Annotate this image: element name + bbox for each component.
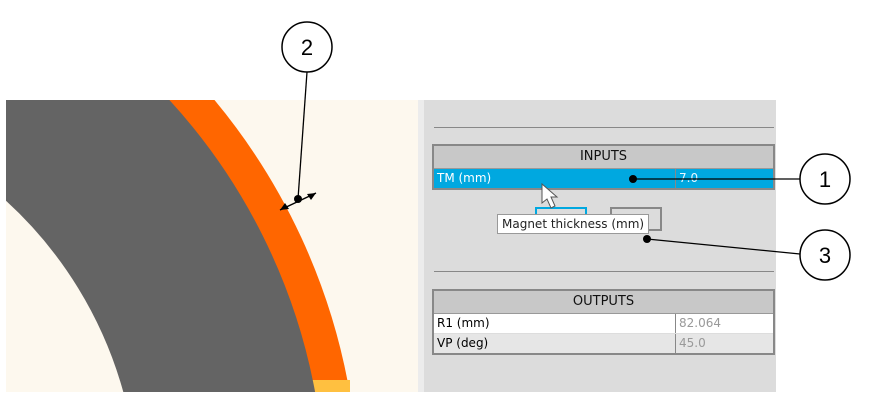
divider: [434, 127, 774, 128]
output-row: VP (deg) 45.0: [434, 333, 773, 353]
input-row-tm[interactable]: TM (mm) 7.0: [434, 169, 773, 188]
inputs-header: INPUTS: [434, 146, 773, 169]
tooltip: Magnet thickness (mm): [497, 214, 650, 234]
callout-3-label: 3: [819, 243, 831, 268]
input-value-field[interactable]: 7.0: [679, 171, 699, 185]
callout-3: [799, 229, 851, 281]
output-row: R1 (mm) 82.064: [434, 314, 773, 333]
output-label: R1 (mm): [434, 314, 676, 333]
callout-1-label: 1: [819, 167, 831, 192]
output-label: VP (deg): [434, 334, 676, 353]
input-label: TM (mm): [434, 169, 676, 188]
callout-2-label: 2: [301, 35, 313, 60]
properties-panel: INPUTS TM (mm) 7.0 OUTPUTS R1 (mm) 82.06…: [418, 100, 776, 392]
output-value: 45.0: [679, 336, 706, 350]
divider: [434, 271, 774, 272]
inputs-table: INPUTS TM (mm) 7.0: [432, 144, 775, 190]
magnet-segment-next: [311, 380, 350, 392]
rotor-bore: [6, 200, 124, 392]
callout-2: [281, 21, 333, 73]
geometry-view[interactable]: [6, 100, 418, 392]
output-value: 82.064: [679, 316, 721, 330]
outputs-table: OUTPUTS R1 (mm) 82.064 VP (deg) 45.0: [432, 289, 775, 355]
outputs-header: OUTPUTS: [434, 291, 773, 314]
callout-1: [799, 153, 851, 205]
